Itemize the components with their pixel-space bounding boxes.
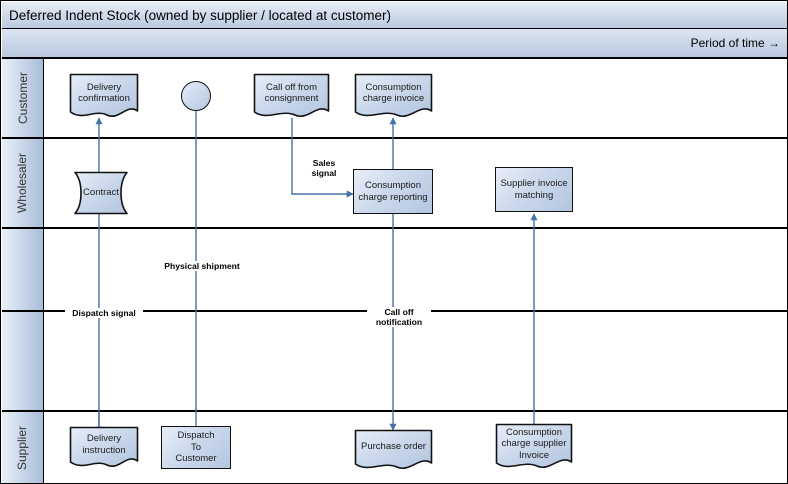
node-contract[interactable]: Contract [63, 171, 139, 215]
timeline-bar: Period of time → [2, 29, 787, 59]
node-label-purchase-order: Purchase order [361, 441, 426, 453]
diagram-title: Deferred Indent Stock (owned by supplier… [9, 7, 391, 23]
lane-header-blank-1 [2, 229, 44, 312]
node-label-delivery-instruction: Delivery instruction [82, 433, 126, 456]
node-dispatch-to-customer[interactable]: Dispatch To Customer [161, 426, 231, 469]
lane-header-supplier: Supplier [2, 412, 44, 483]
edge-label-sales-signal: Sales signal [298, 158, 350, 178]
lane-label-supplier: Supplier [15, 425, 30, 470]
lane-header-customer: Customer [2, 59, 44, 139]
lane-header-blank-2 [2, 312, 44, 412]
node-label-consumption-charge-invoice: Consumption charge invoice [362, 81, 425, 105]
edge-label-physical-shipment: Physical shipment [159, 261, 245, 271]
node-consumption-charge-invoice[interactable]: Consumption charge invoice [354, 73, 433, 119]
node-label-dispatch-to-customer: Dispatch To Customer [175, 430, 217, 465]
node-consumption-charge-supplier-invoice[interactable]: Consumption charge supplier Invoice [495, 423, 573, 471]
node-consumption-charge-reporting[interactable]: Consumption charge reporting [353, 169, 433, 214]
node-delivery-confirmation[interactable]: Delivery confirmation [69, 73, 139, 119]
lane-header-wholesaler: Wholesaler [2, 139, 44, 229]
lane-body-blank-2 [44, 312, 787, 412]
lane-label-customer: Customer [15, 71, 30, 125]
period-of-time-label: Period of time → [690, 36, 780, 50]
node-label-delivery-confirmation: Delivery confirmation [78, 81, 130, 105]
node-customer-connector[interactable] [181, 81, 211, 111]
edge-label-dispatch-signal: Dispatch signal [65, 308, 143, 318]
node-label-consumption-charge-reporting: Consumption charge reporting [358, 180, 428, 203]
diagram-title-bar: Deferred Indent Stock (owned by supplier… [2, 2, 787, 29]
node-supplier-invoice-matching[interactable]: Supplier invoice matching [495, 167, 573, 212]
node-call-off-from-consignment[interactable]: Call off from consignment [253, 73, 330, 119]
node-label-call-off-from-consignment: Call off from consignment [264, 81, 319, 105]
lane-label-wholesaler: Wholesaler [15, 152, 30, 214]
edge-label-call-off-notification: Call off notification [367, 307, 431, 327]
node-purchase-order[interactable]: Purchase order [354, 429, 433, 471]
node-delivery-instruction[interactable]: Delivery instruction [69, 426, 139, 469]
node-label-consumption-charge-supplier-invoice: Consumption charge supplier Invoice [501, 426, 567, 461]
lane-body-blank-1 [44, 229, 787, 312]
node-label-contract: Contract [83, 187, 119, 199]
node-label-supplier-invoice-matching: Supplier invoice matching [500, 178, 568, 201]
